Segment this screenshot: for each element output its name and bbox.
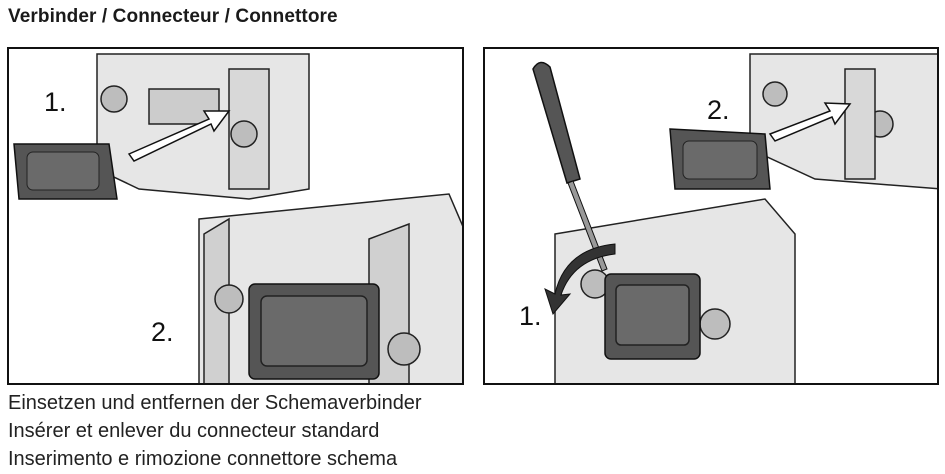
- caption-de: Einsetzen und entfernen der Schemaverbin…: [8, 392, 422, 414]
- rotate-arrow-icon: [544, 243, 616, 316]
- illustration-remove-connector: 2. 1.: [483, 47, 939, 385]
- connector-removed: [669, 128, 771, 190]
- step-1-label: 1.: [519, 301, 542, 331]
- remove-illustration: [532, 53, 937, 383]
- device-bottom: [198, 193, 462, 383]
- caption-it: Inserimento e rimozione connettore schem…: [8, 448, 398, 470]
- step-2-label: 2.: [151, 317, 174, 347]
- page-title: Verbinder / Connecteur / Connettore: [8, 6, 338, 27]
- step-2-label: 2.: [707, 95, 730, 125]
- illustration-insert-connector: 1. 2.: [7, 47, 464, 385]
- device-top: [749, 53, 937, 190]
- arrow-icon: [127, 110, 231, 162]
- arrow-icon: [768, 102, 852, 142]
- caption-fr: Insérer et enlever du connecteur standar…: [8, 420, 380, 442]
- insert-illustration: [13, 53, 462, 383]
- step-1-label: 1.: [44, 87, 67, 117]
- connector-loose: [13, 143, 118, 200]
